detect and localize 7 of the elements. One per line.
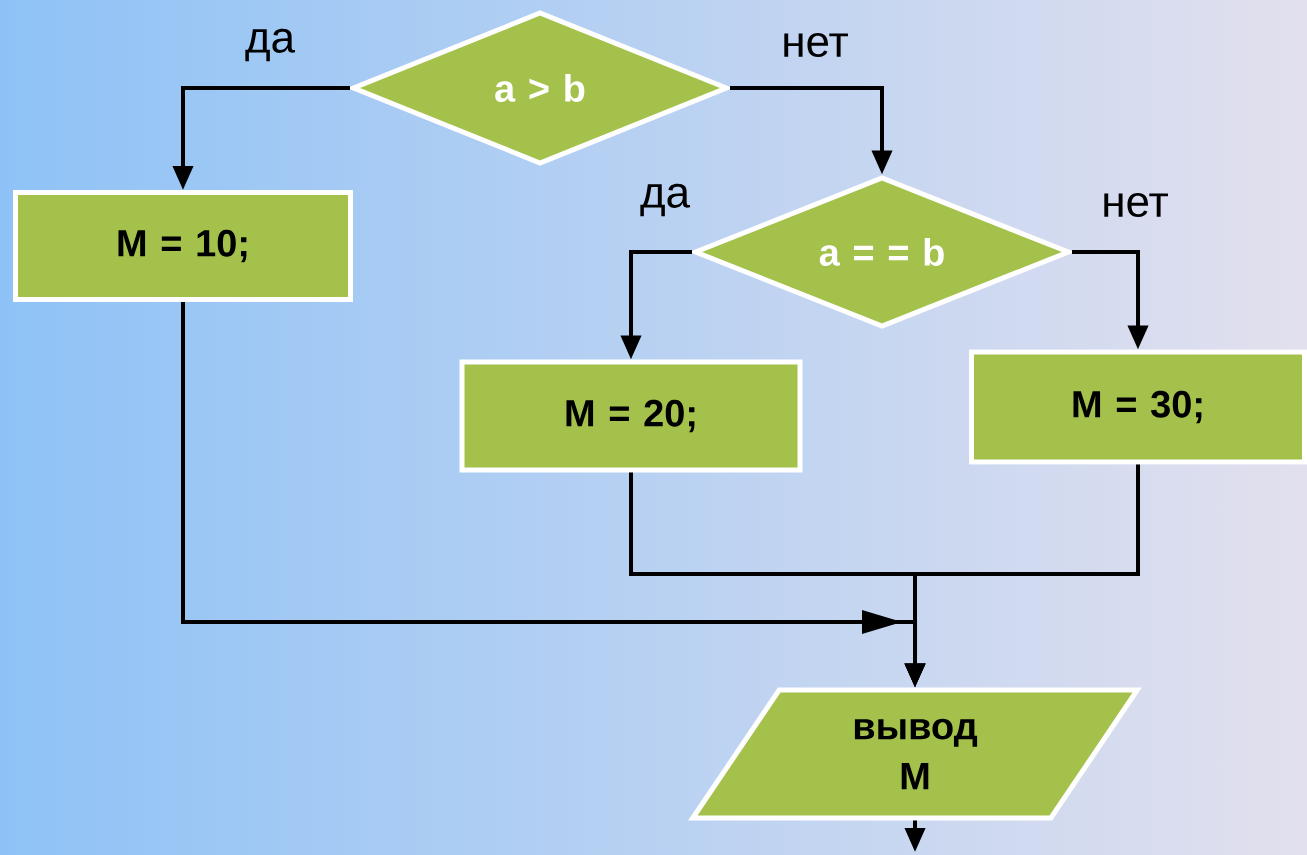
edge-label: нет: [1104, 192, 1168, 218]
edge-label: да: [245, 28, 296, 62]
edge-label: да: [640, 183, 691, 217]
process-box: M = 20;: [459, 359, 803, 473]
process-box: M = 10;: [13, 190, 353, 302]
process-box: M = 30;: [969, 349, 1307, 465]
edge-label: нет: [784, 32, 848, 58]
